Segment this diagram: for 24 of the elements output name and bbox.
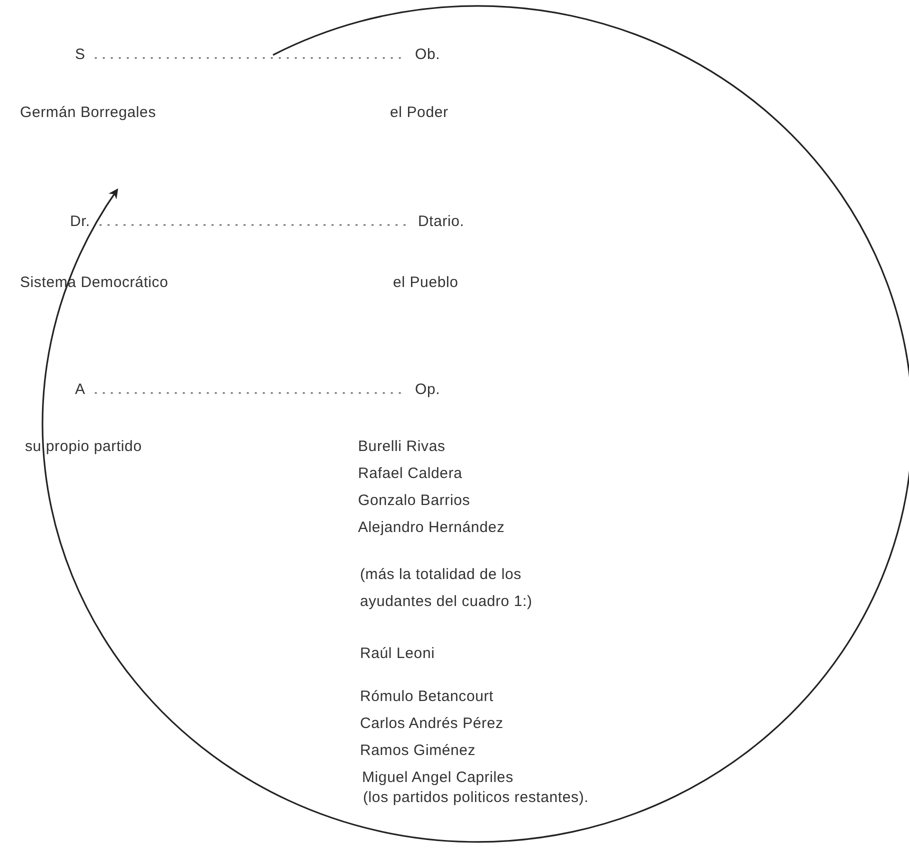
annotation-text: su propio partido bbox=[25, 438, 142, 456]
annotation-text: Germán Borregales bbox=[20, 104, 156, 122]
annotation-text: el Poder bbox=[390, 104, 448, 122]
dotted-line bbox=[99, 224, 407, 226]
annotation-text: Rómulo Betancourt bbox=[360, 688, 494, 706]
annotation-text: el Pueblo bbox=[393, 274, 458, 292]
annotation-text: (los partidos politicos restantes). bbox=[363, 789, 589, 807]
annotation-text: Alejandro Hernández bbox=[358, 519, 505, 537]
annotation-text: Rafael Caldera bbox=[358, 465, 462, 483]
annotation-text: Raúl Leoni bbox=[360, 645, 435, 663]
annotation-text: Gonzalo Barrios bbox=[358, 492, 470, 510]
actant-label: Dr. bbox=[70, 213, 90, 231]
annotation-text: Miguel Angel Capriles bbox=[362, 769, 514, 787]
annotation-text: Burelli Rivas bbox=[358, 438, 446, 456]
annotation-text: Carlos Andrés Pérez bbox=[360, 715, 504, 733]
actant-label: A bbox=[75, 381, 86, 399]
annotation-text: Ramos Giménez bbox=[360, 742, 476, 760]
actant-label: Op. bbox=[415, 381, 440, 399]
dotted-line bbox=[94, 392, 404, 394]
actant-label: Ob. bbox=[415, 46, 440, 64]
annotation-text: (más la totalidad de los ayudantes del cuadro 1:) bbox=[360, 565, 534, 612]
dotted-line bbox=[94, 57, 404, 59]
actant-label: S bbox=[75, 46, 86, 64]
actant-label: Dtario. bbox=[418, 213, 464, 231]
